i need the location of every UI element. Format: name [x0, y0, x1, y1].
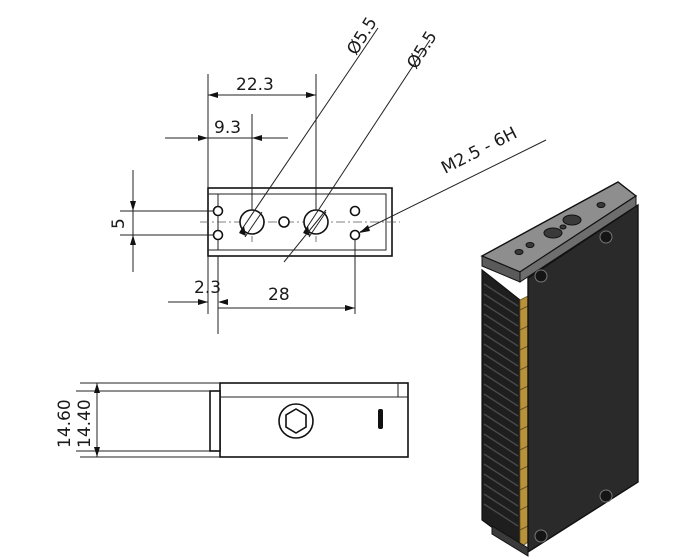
- iso-screw-bl: [534, 529, 548, 543]
- iso-hole-large-1: [543, 227, 563, 239]
- iso-top-plate-front: [519, 195, 637, 283]
- dim-14-60: 14.60: [55, 399, 75, 448]
- thread-hole-br: [349, 229, 361, 241]
- iso-hole-small-1: [525, 242, 535, 248]
- slot: [378, 409, 383, 429]
- iso-contacts: [519, 295, 529, 549]
- dim-22-3: 22.3: [236, 75, 274, 95]
- front-view-flange: [209, 390, 221, 452]
- thread-hole-bl: [212, 229, 224, 241]
- iso-hole-small-3: [596, 202, 606, 208]
- dim-9-3: 9.3: [214, 118, 241, 138]
- dim-5: 5: [109, 218, 129, 229]
- iso-ribs: [483, 283, 519, 527]
- iso-hole-small-2: [514, 249, 524, 255]
- front-view: 14.60 14.40: [55, 382, 409, 458]
- iso-hole-large-2: [562, 214, 582, 226]
- iso-screw-br: [599, 489, 613, 503]
- isometric-view: [480, 181, 639, 557]
- iso-screw-tl: [534, 269, 548, 283]
- dim-28: 28: [268, 285, 290, 305]
- center-small-hole: [278, 216, 290, 228]
- thread-hole-tr: [349, 205, 361, 217]
- iso-bottom-plate: [491, 525, 529, 557]
- thread-hole-tl: [212, 205, 224, 217]
- dim-2-3: 2.3: [194, 278, 221, 298]
- hex-socket-icon: [285, 408, 307, 434]
- dim-14-40: 14.40: [75, 399, 95, 448]
- top-view: 22.3 9.3 5 2.3 28 Ø5.5 Ø5.5: [109, 14, 547, 334]
- dim-thread-m2-5: M2.5 - 6H: [438, 123, 520, 178]
- front-view-body: [219, 382, 409, 458]
- dim-dia-5-5-first: Ø5.5: [343, 14, 381, 59]
- iso-front-face: [527, 203, 639, 554]
- dim-dia-5-5-second: Ø5.5: [403, 28, 441, 73]
- iso-screw-tr: [599, 230, 613, 244]
- iso-hole-small-4: [559, 224, 567, 230]
